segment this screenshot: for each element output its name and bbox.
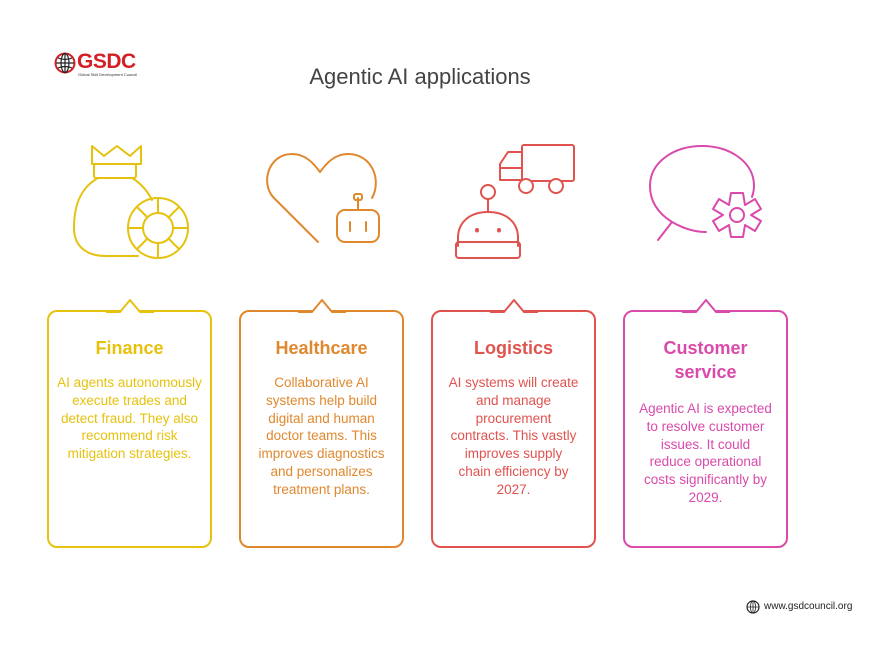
- card-logistics: Logistics AI systems will create and man…: [431, 299, 596, 548]
- card-title: Logistics: [473, 338, 553, 358]
- card-body: AI systems will create and manage procur…: [448, 375, 579, 497]
- card-healthcare: Healthcare Collaborative AI systems help…: [239, 299, 404, 548]
- card-notch: [682, 299, 730, 313]
- robot-truck-icon: [455, 144, 575, 259]
- card-body: Agentic AI is expected to resolve custom…: [639, 401, 772, 505]
- card-customer-service: Customer service Agentic AI is expected …: [623, 299, 788, 548]
- logo-wordmark: GSDC: [77, 50, 136, 73]
- card-finance: Finance AI agents autonomously execute t…: [47, 299, 212, 548]
- card-title: Healthcare: [275, 338, 368, 358]
- logo-tagline: Global Skill Development Council: [78, 72, 138, 77]
- card-notch: [106, 299, 154, 313]
- card-notch: [490, 299, 538, 313]
- card-body: Collaborative AI systems help build digi…: [258, 375, 385, 497]
- page-title: Agentic AI applications: [309, 64, 531, 89]
- web-globe-icon: [746, 600, 760, 614]
- card-title: Finance: [95, 338, 164, 358]
- money-bag-coin-icon: [73, 145, 189, 259]
- card-notch: [298, 299, 346, 313]
- globe-icon: [54, 52, 76, 74]
- card-title: Customer service: [663, 338, 748, 382]
- card-body: AI agents autonomously execute trades an…: [57, 375, 202, 462]
- website-link[interactable]: www.gsdcouncil.org: [764, 601, 853, 612]
- heart-robot-icon: [266, 153, 380, 243]
- brand-logo: GSDC Global Skill Development Council: [54, 50, 144, 80]
- chat-gear-icon: [649, 145, 762, 241]
